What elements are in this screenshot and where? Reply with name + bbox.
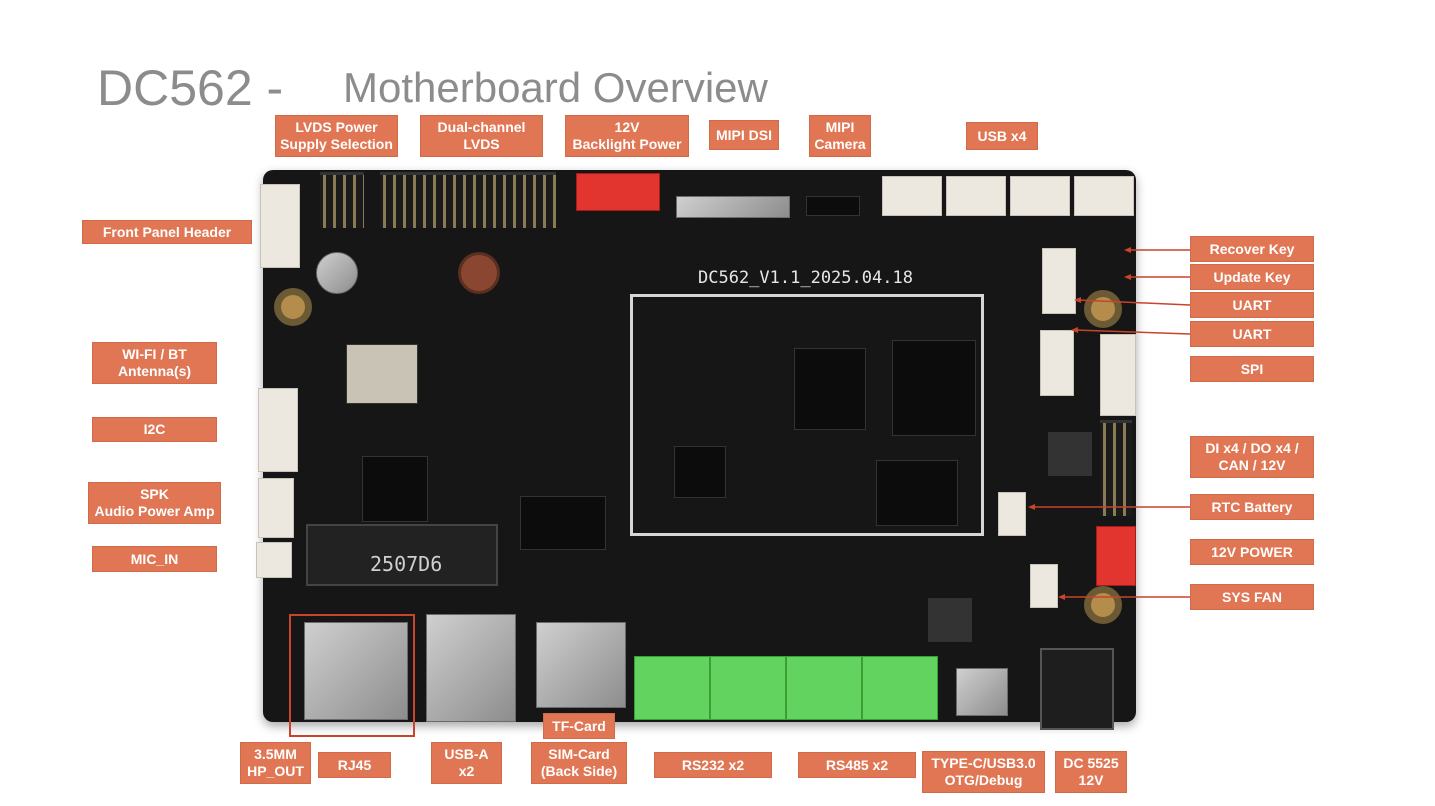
standoff [458,252,500,294]
label-mipi-dsi: MIPI DSI [709,120,779,150]
mic-connector [256,542,292,578]
typec-port [956,668,1008,716]
label-rs232: RS232 x2 [654,752,772,778]
mipi-camera-connector [806,196,860,216]
label-typec: TYPE-C/USB3.0 OTG/Debug [922,751,1045,793]
mounting-hole [274,288,312,326]
usb-connector-2 [946,176,1006,216]
label-uart-1: UART [1190,292,1314,318]
label-dc5525: DC 5525 12V [1055,751,1127,793]
rtc-connector [998,492,1026,536]
uart-connector-1 [1042,248,1076,314]
inductor [1048,432,1092,476]
mounting-hole [1084,586,1122,624]
core-module-outline [630,294,984,536]
m2-slot [306,524,498,586]
uart-connector-2 [1040,330,1074,396]
rj45-jack [304,622,408,720]
label-usb-x4: USB x4 [966,122,1038,150]
label-sim-card: SIM-Card (Back Side) [531,742,627,784]
usb-connector-3 [1010,176,1070,216]
lvds-power-header [320,172,364,228]
board-silkscreen: DC562_V1.1_2025.04.18 [698,268,913,288]
i2c-connector [258,388,298,472]
label-front-panel: Front Panel Header [82,220,252,244]
terminal-block-3 [786,656,862,720]
emmc-chip [876,460,958,526]
label-backlight-power: 12V Backlight Power [565,115,689,157]
usb-connector-4 [1074,176,1134,216]
rs-chip [520,496,606,550]
label-rj45: RJ45 [318,752,391,778]
ddr-chip [892,340,976,436]
label-di-do: DI x4 / DO x4 / CAN / 12V [1190,436,1314,478]
page-title: DC562 - Motherboard Overview [97,60,768,116]
m2-slot-marking: 2507D6 [370,552,443,576]
backlight-connector [576,173,660,211]
rockchip-soc [794,348,866,430]
power-connector [1096,526,1136,586]
front-panel-connector [260,184,300,268]
spi-connector [1100,334,1136,416]
label-dual-lvds: Dual-channel LVDS [420,115,543,157]
label-tf-card: TF-Card [543,713,615,739]
wifi-module [346,344,418,404]
label-uart-2: UART [1190,321,1314,347]
label-recover-key: Recover Key [1190,236,1314,262]
hp-out-highlight [289,614,415,737]
sim-tf-slot [536,622,626,708]
label-usb-a: USB-A x2 [431,742,502,784]
mounting-hole [1084,290,1122,328]
pmic-chip [674,446,726,498]
label-i2c: I2C [92,417,217,442]
label-wifi-bt: WI-FI / BT Antenna(s) [92,342,217,384]
label-hp-out: 3.5MM HP_OUT [240,742,311,784]
usb-connector-1 [882,176,942,216]
fan-connector [1030,564,1058,608]
label-update-key: Update Key [1190,264,1314,290]
terminal-block-4 [862,656,938,720]
label-12v-power: 12V POWER [1190,539,1314,565]
label-rs485: RS485 x2 [798,752,916,778]
label-rtc-battery: RTC Battery [1190,494,1314,520]
title-subtitle: Motherboard Overview [343,64,768,111]
lan-chip [362,456,428,522]
label-lvds-power: LVDS Power Supply Selection [275,115,398,157]
label-spi: SPI [1190,356,1314,382]
lvds-header [380,172,556,228]
dio-header [1100,420,1132,516]
mipi-dsi-connector [676,196,790,218]
standoff [316,252,358,294]
label-sys-fan: SYS FAN [1190,584,1314,610]
terminal-block-2 [710,656,786,720]
inductor [928,598,972,642]
label-spk: SPK Audio Power Amp [88,482,221,524]
label-mipi-camera: MIPI Camera [809,115,871,157]
label-mic-in: MIC_IN [92,546,217,572]
spk-connector [258,478,294,538]
terminal-block-1 [634,656,710,720]
dc-jack [1040,648,1114,730]
usb-a-jack [426,614,516,722]
title-main: DC562 - [97,60,284,116]
